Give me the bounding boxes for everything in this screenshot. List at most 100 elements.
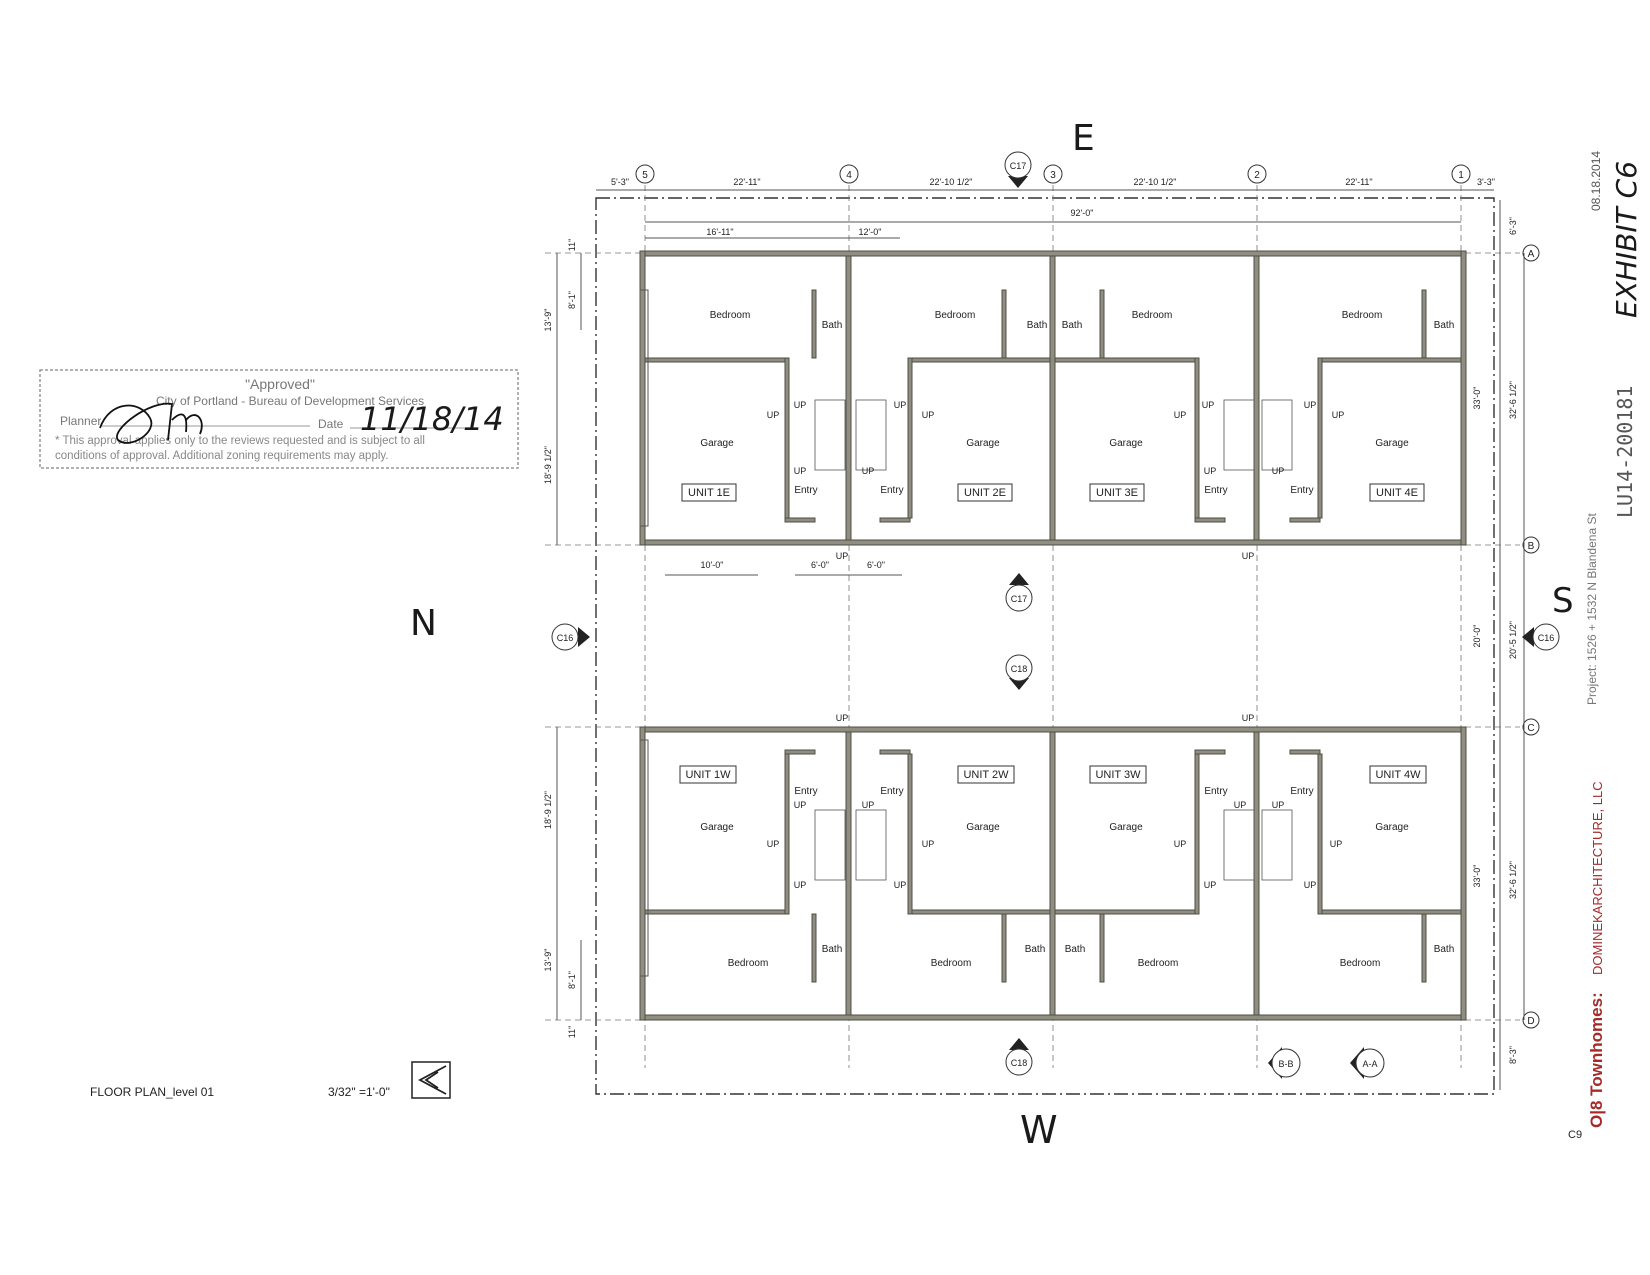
dim-right-u1: 33'-0"	[1472, 387, 1482, 410]
stair-up: UP	[1332, 410, 1345, 420]
stair-up: UP	[922, 410, 935, 420]
compass-north: N	[410, 603, 437, 644]
section-mark-c18-mid: C18	[1011, 664, 1028, 674]
grid-col-5: 5	[642, 170, 648, 181]
approval-stamp: "Approved" City of Portland - Bureau of …	[39, 369, 519, 469]
room-garage: Garage	[1109, 822, 1143, 833]
stair-up: UP	[794, 400, 807, 410]
room-bath: Bath	[1065, 944, 1086, 955]
west-unit-tags: UNIT 1W UNIT 2W UNIT 3W UNIT 4W	[679, 765, 1427, 784]
dim-overall: 92'-0"	[1071, 208, 1094, 218]
dim-right-l1: 32'-6 1/2"	[1508, 861, 1518, 899]
room-bedroom: Bedroom	[931, 958, 972, 969]
dim-lower-0: 10'-0"	[701, 560, 724, 570]
section-mark-aa: A-A	[1362, 1059, 1377, 1069]
room-garage: Garage	[1375, 438, 1409, 449]
dim-right-l2: 8'-3"	[1508, 1046, 1518, 1064]
stair-up: UP	[794, 880, 807, 890]
stair-up: UP	[1174, 410, 1187, 420]
stair-up: UP	[862, 466, 875, 476]
dim-left-l1: 13'-9"	[543, 949, 553, 972]
room-bedroom: Bedroom	[1342, 310, 1383, 321]
project-name: O|8 Townhomes:	[1587, 992, 1606, 1128]
dim-top-3: 22'-10 1/2"	[1134, 177, 1177, 187]
compass-south: S	[1552, 581, 1574, 621]
dim-left-u1: 8'-1"	[567, 291, 577, 309]
stamp-handwritten-date: 11/18/14	[360, 400, 504, 438]
dim-top-5: 3'-3"	[1477, 177, 1495, 187]
dim-left-u2: 13'-9"	[543, 309, 553, 332]
dim-sub-1: 12'-0"	[859, 227, 882, 237]
dim-left-u0: 11"	[567, 239, 577, 252]
sheet-number: C9	[1568, 1129, 1582, 1141]
top-dimensions: 5'-3" 22'-11" 22'-10 1/2" 22'-10 1/2" 22…	[596, 177, 1495, 576]
room-garage: Garage	[1109, 438, 1143, 449]
stair-up: UP	[1204, 880, 1217, 890]
section-mark-c18-bottom: C18	[1011, 1058, 1028, 1068]
section-mark-bb: B-B	[1278, 1059, 1293, 1069]
stair-up: UP	[1272, 466, 1285, 476]
firm-name: DOMINEKARCHITECTURE, LLC	[1590, 781, 1605, 975]
stair-up: UP	[836, 713, 849, 723]
dim-right-l0: 33'-0"	[1472, 865, 1482, 888]
room-entry: Entry	[880, 485, 903, 496]
dim-top-1: 22'-11"	[733, 177, 760, 187]
room-bath: Bath	[822, 320, 843, 331]
grid-row-d: D	[1527, 1016, 1534, 1027]
room-entry: Entry	[1204, 485, 1227, 496]
stair-up: UP	[1204, 466, 1217, 476]
section-marks: C17 C17 C18 C18 C16 C16 B-B A-A	[551, 151, 1560, 1079]
unit-label: UNIT 2W	[963, 769, 1009, 781]
stair-up: UP	[1242, 713, 1255, 723]
grid-row-a: A	[1528, 249, 1535, 260]
grid-col-2: 2	[1254, 170, 1260, 181]
stair-up: UP	[1304, 880, 1317, 890]
room-bath: Bath	[1062, 320, 1083, 331]
grid-row-b: B	[1528, 541, 1535, 552]
unit-label: UNIT 1E	[688, 487, 730, 499]
grid-row-bubbles: A B C D	[1522, 244, 1540, 1029]
north-arrow-icon	[411, 1061, 451, 1099]
room-entry: Entry	[794, 786, 817, 797]
project-address: Project: 1526 + 1532 N Blandena St	[1585, 513, 1599, 705]
stair-up: UP	[1242, 551, 1255, 561]
room-entry: Entry	[1290, 786, 1313, 797]
compass-east: E	[1072, 118, 1095, 159]
dim-left-u3: 18'-9 1/2"	[543, 446, 553, 484]
section-mark-c16-left: C16	[557, 633, 574, 643]
stair-up: UP	[1304, 400, 1317, 410]
stair-up: UP	[836, 551, 849, 561]
dim-right-u2: 32'-6 1/2"	[1508, 381, 1518, 419]
exhibit-label: EXHIBIT C6	[1610, 161, 1643, 318]
dim-sub-0: 16'-11"	[706, 227, 733, 237]
room-entry: Entry	[1204, 786, 1227, 797]
room-bedroom: Bedroom	[1132, 310, 1173, 321]
stair-up: UP	[862, 800, 875, 810]
grid-col-4: 4	[846, 170, 852, 181]
stamp-note-line1: * This approval applies only to the revi…	[55, 435, 425, 447]
section-mark-c16-right: C16	[1538, 633, 1555, 643]
compass-west: W	[1020, 1108, 1058, 1152]
room-garage: Garage	[966, 438, 1000, 449]
stair-up: UP	[894, 880, 907, 890]
right-dimensions: 6'-3" 33'-0" 32'-6 1/2" 20'-0" 20'-5 1/2…	[1472, 200, 1525, 1090]
dim-right-m1: 20'-5 1/2"	[1508, 621, 1518, 659]
stair-up: UP	[794, 800, 807, 810]
room-bath: Bath	[1434, 944, 1455, 955]
unit-label: UNIT 3E	[1096, 487, 1138, 499]
left-dimensions: 11" 8'-1" 13'-9" 18'-9 1/2" 18'-9 1/2" 1…	[543, 239, 582, 1039]
room-bath: Bath	[1025, 944, 1046, 955]
stair-up: UP	[922, 839, 935, 849]
stair-up: UP	[767, 839, 780, 849]
property-line	[595, 197, 1495, 1095]
dim-left-l0: 18'-9 1/2"	[543, 791, 553, 829]
dim-left-l3: 11"	[567, 1026, 577, 1039]
unit-label: UNIT 4E	[1376, 487, 1418, 499]
dim-lower-2: 6'-0"	[867, 560, 885, 570]
room-garage: Garage	[966, 822, 1000, 833]
dim-top-4: 22'-11"	[1345, 177, 1372, 187]
west-room-labels: Bedroom Bedroom Bedroom Bedroom Bath Bat…	[700, 713, 1454, 969]
dim-top-2: 22'-10 1/2"	[930, 177, 973, 187]
dim-top-0: 5'-3"	[611, 177, 629, 187]
stair-up: UP	[1330, 839, 1343, 849]
